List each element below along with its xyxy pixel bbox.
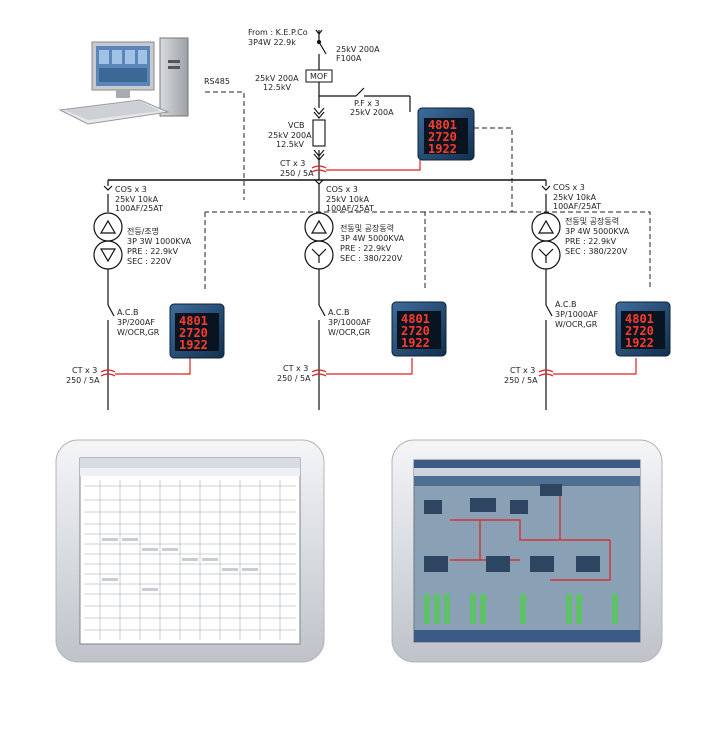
f1-tr-2: 3P 3W 1000KVA <box>127 237 192 246</box>
pf-label-1: P.F x 3 <box>354 99 380 108</box>
main-power-meter: 4801 2720 1922 <box>417 107 475 161</box>
f2-ct-2: 250 / 5A <box>277 374 311 383</box>
f2-acb-2: 3P/1000AF <box>328 318 371 327</box>
monitor-report-screen <box>55 439 325 663</box>
svg-text:2720: 2720 <box>179 326 208 340</box>
feeder-3: COS x 3 25kV 10kA 100AF/25AT 전동및 공장동력 3P… <box>504 180 671 410</box>
mof-spec-2: 12.5kV <box>263 83 291 92</box>
f2-tr-2: 3P 4W 5000KVA <box>340 234 405 243</box>
lbs-label-2: F100A <box>336 54 362 63</box>
f2-cos-1: COS x 3 <box>326 185 358 194</box>
f3-tr-2: 3P 4W 5000KVA <box>565 227 630 236</box>
main-ct-label-2: 250 / 5A <box>280 169 314 178</box>
f3-tr-4: SEC : 380/220V <box>565 247 628 256</box>
pf-label-2: 25kV 200A <box>350 108 394 117</box>
f3-tr-1: 전동및 공장동력 <box>565 216 619 226</box>
svg-text:4801: 4801 <box>179 314 208 328</box>
rs485-label: RS485 <box>204 77 230 86</box>
svg-text:1922: 1922 <box>625 336 654 350</box>
mof-spec-1: 25kV 200A <box>255 74 299 83</box>
f1-cos-3: 100AF/25AT <box>115 204 163 213</box>
lbs-label-1: 25kV 200A <box>336 45 380 54</box>
svg-text:1922: 1922 <box>179 338 208 352</box>
f3-ct-2: 250 / 5A <box>504 376 538 385</box>
vcb-icon <box>312 107 326 161</box>
f1-tr-3: PRE : 22.9kV <box>127 247 179 256</box>
f3-acb-2: 3P/1000AF <box>555 310 598 319</box>
f3-power-meter: 4801 2720 1922 <box>615 301 671 357</box>
f3-acb-1: A.C.B <box>555 300 577 309</box>
f1-ct-2: 250 / 5A <box>66 376 100 385</box>
f2-tr-3: PRE : 22.9kV <box>340 244 392 253</box>
svg-text:4801: 4801 <box>625 312 654 326</box>
f1-acb-2: 3P/200AF <box>117 318 155 327</box>
f1-power-meter: 4801 2720 1922 <box>169 303 225 359</box>
f1-cos-2: 25kV 10kA <box>115 195 159 204</box>
svg-text:4801: 4801 <box>401 312 430 326</box>
f2-tr-1: 전동및 공장동력 <box>340 223 394 233</box>
vcb-label-1: VCB <box>288 121 305 130</box>
f2-cos-2: 25kV 10kA <box>326 195 370 204</box>
vcb-label-2: 25kV 200A <box>268 131 312 140</box>
f3-ct-1: CT x 3 <box>510 366 535 375</box>
svg-text:2720: 2720 <box>625 324 654 338</box>
f2-cos-3: 100AF/25AT <box>326 204 374 213</box>
svg-text:1922: 1922 <box>401 336 430 350</box>
f3-cos-3: 100AF/25AT <box>553 202 601 211</box>
f2-acb-1: A.C.B <box>328 308 350 317</box>
f1-acb-1: A.C.B <box>117 308 139 317</box>
monitor-scada-screen <box>391 439 663 663</box>
f1-acb-3: W/OCR,GR <box>117 328 160 337</box>
from-label: From : K.E.P.Co <box>248 28 308 37</box>
svg-text:2720: 2720 <box>401 324 430 338</box>
f3-cos-2: 25kV 10kA <box>553 193 597 202</box>
vcb-label-3: 12.5kV <box>276 140 304 149</box>
f3-cos-1: COS x 3 <box>553 183 585 192</box>
f3-tr-3: PRE : 22.9kV <box>565 237 617 246</box>
main-ct-label-1: CT x 3 <box>280 159 305 168</box>
f2-ct-1: CT x 3 <box>283 364 308 373</box>
feeder-1: COS x 3 25kV 10kA 100AF/25AT 전등/조명 3P 3W… <box>66 180 225 410</box>
meter-row2: 2720 <box>428 130 457 144</box>
communication-lines <box>204 91 651 290</box>
pf-switch-icon <box>355 87 365 97</box>
main-ct-icon <box>311 160 421 173</box>
meter-row1: 4801 <box>428 118 457 132</box>
f3-acb-3: W/OCR,GR <box>555 320 598 329</box>
f1-tr-1: 전등/조명 <box>127 226 159 236</box>
workstation-pc-icon <box>58 37 189 125</box>
from-spec: 3P4W 22.9k <box>248 38 296 47</box>
f1-tr-4: SEC : 220V <box>127 257 172 266</box>
lbs-switch-icon <box>315 29 327 55</box>
f1-cos-1: COS x 3 <box>115 185 147 194</box>
mof-label: MOF <box>310 72 328 81</box>
mof-box <box>305 69 333 83</box>
f2-tr-4: SEC : 380/220V <box>340 254 403 263</box>
f2-power-meter: 4801 2720 1922 <box>391 301 447 357</box>
feeder-2: COS x 3 25kV 10kA 100AF/25AT 전동및 공장동력 3P… <box>277 179 447 410</box>
f2-acb-3: W/OCR,GR <box>328 328 371 337</box>
meter-row3: 1922 <box>428 142 457 156</box>
f1-ct-1: CT x 3 <box>72 366 97 375</box>
